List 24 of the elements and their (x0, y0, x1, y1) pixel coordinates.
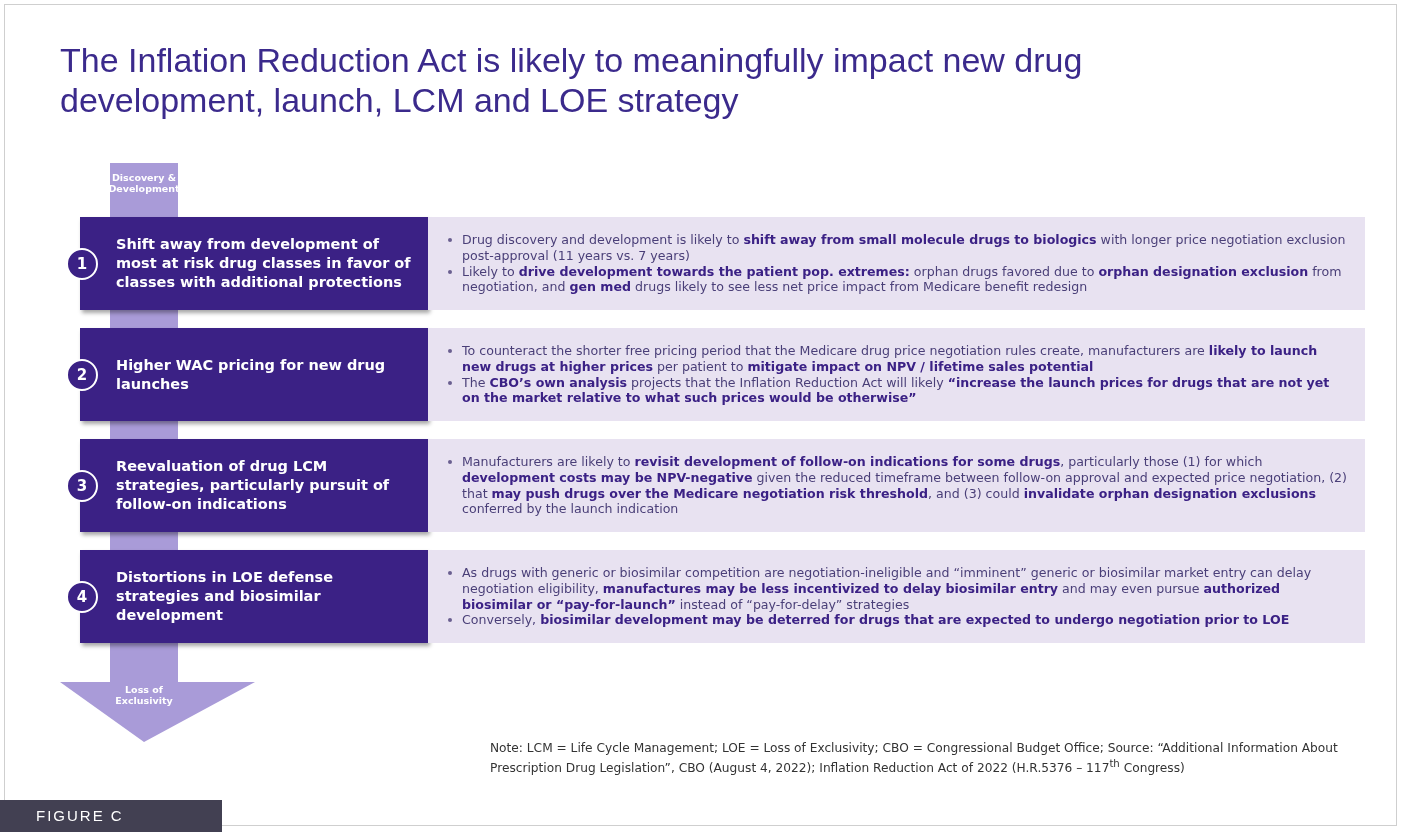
bullet-text: Drug discovery and development is likely to shift away from small molecule drugs to biologics with longer price negotiation exclusion post-approval (11 years vs. 7 years) (446, 232, 1349, 264)
note-text: Note: LCM = Life Cycle Management; LOE = Loss of Exclusivity; CBO = Congressional Budget Office; Source: “Additional Information About Prescription Drug Legislation”, CBO (August 4, 2022); Inflation Reduction Act of 2022 (H.R.5376 – 117$^{th}$ Congress) (490, 740, 1339, 777)
arrow-label: Loss of Exclusivity (114, 684, 174, 706)
bullet-text: Likely to drive development towards the patient pop. extremes: orphan drugs favored due to orphan designation exclusion from negotiation, and gen med drugs likely to see less net price impact from Medicare benefit redesign (446, 263, 1349, 295)
arrow-label: Discovery & Development (107, 172, 181, 194)
title-text: The Inflation Reduction Act is likely to meaningfully impact new drug development, launch, LCM and LOE strategy (60, 40, 1084, 120)
step-title: Reevaluation of drug LCM strategies, particularly pursuit of follow-on indications (116, 457, 391, 514)
detail-panel (428, 550, 1365, 643)
bullet-text: As drugs with generic or biosimilar competition are negotiation-ineligible and “imminent” generic or biosimilar market entry can delay negotiation eligibility, manufactures may be less incentivized to delay biosimilar entry and may even pursue authorized biosimilar or “pay-for-launch” instead of “pay-for-delay” strategies (446, 565, 1349, 613)
detail-panel (428, 328, 1365, 421)
step-title: Shift away from development of most at risk drug classes in favor of classes with additional protections (116, 235, 412, 292)
figure-caption: FIGURE C (0, 800, 222, 832)
step-title: Distortions in LOE defense strategies and biosimilar development (116, 568, 335, 625)
bullet-text: The CBO’s own analysis projects that the Inflation Reduction Act will likely “increase the launch prices for drugs that are not yet on the market relative to what such prices would be otherwise” (446, 374, 1349, 406)
detail-panel (428, 217, 1365, 310)
number-circle: 1 (66, 247, 98, 280)
number-circle: 2 (66, 358, 98, 391)
step-title: Higher WAC pricing for new drug launches (116, 355, 387, 394)
detail-panel (428, 439, 1365, 532)
number-circle: 3 (66, 469, 98, 502)
bullet-text: Conversely, biosimilar development may be deterred for drugs that are expected to undergo negotiation prior to LOE (446, 612, 1349, 628)
bullet-text: Manufacturers are likely to revisit development of follow-on indications for some drugs, particularly those (1) for which development costs may be NPV-negative given the reduced timeframe between follow-on approval and expected price negotiation, (2) that may push drugs over the Medicare negotiation risk threshold, and (3) could invalidate orphan designation exclusions conferred by the launch indication (446, 454, 1349, 517)
bullet-text: To counteract the shorter free pricing period that the Medicare drug price negotiation rules create, manufacturers are likely to launch new drugs at higher prices per patient to mitigate impact on NPV / lifetime sales potential (446, 343, 1349, 375)
number-circle: 4 (66, 580, 98, 613)
